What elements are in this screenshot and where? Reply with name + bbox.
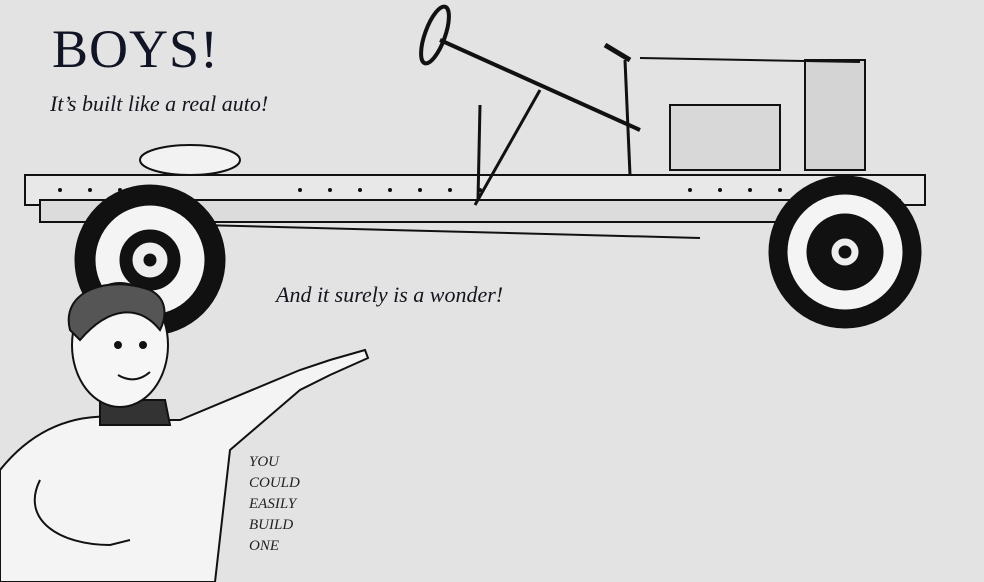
steering-column (439, 38, 641, 132)
engine-block (669, 104, 781, 171)
cta-line: BUILD (249, 517, 294, 533)
cta-line: YOU (249, 454, 280, 470)
cta-line: EASILY (249, 496, 297, 512)
cta-line: COULD (249, 475, 300, 491)
call-to-action: YOU COULD EASILY BUILD ONE (249, 452, 300, 557)
subheadline: It’s built like a real auto! (50, 91, 269, 116)
tagline: And it surely is a wonder! (276, 282, 504, 307)
boy-illustration (0, 282, 370, 582)
cta-line: ONE (249, 538, 279, 554)
front-wheel (768, 175, 922, 329)
steering-wheel (419, 4, 451, 66)
headline: BOYS! (52, 19, 220, 79)
